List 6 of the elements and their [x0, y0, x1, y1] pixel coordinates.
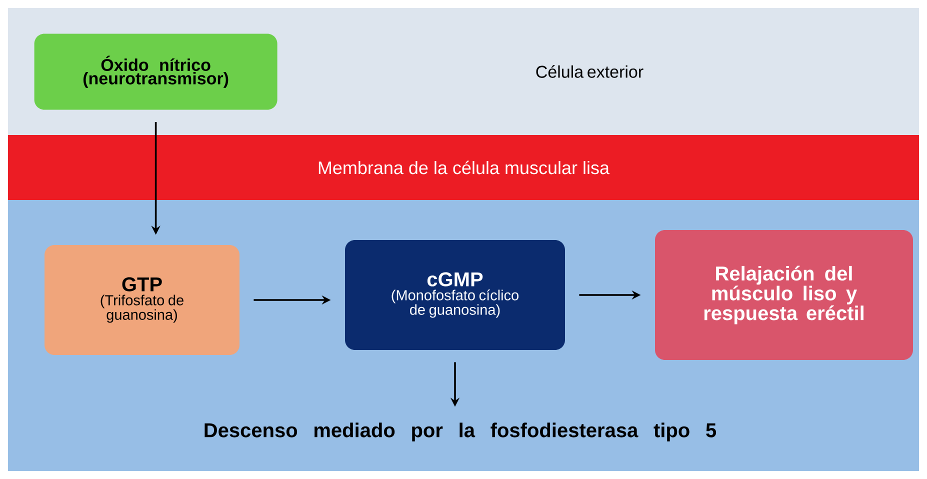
process-box: GTP (Trifosfato de guanosina) — [44, 245, 240, 355]
process-box: Relajación del músculo liso y respuesta eréctil — [655, 230, 913, 360]
process-box: Óxido nítrico (neurotransmisor) — [34, 34, 278, 110]
process-box: cGMP (Monofosfato cíclico de guanosina) — [345, 240, 565, 350]
membrane-band: Membrana de la célula muscular lisa — [8, 135, 919, 200]
caption-text: Descenso mediado por la fosfodiesterasa tipo 5 — [204, 422, 716, 442]
